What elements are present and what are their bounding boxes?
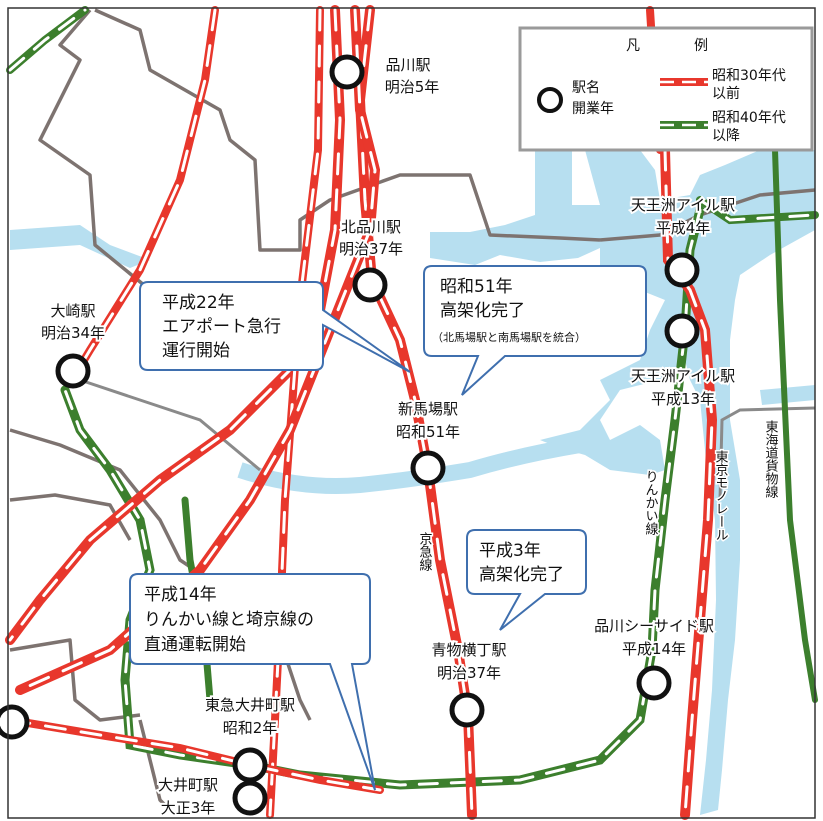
legend-station-icon — [537, 87, 563, 113]
station-marker-west-edge[interactable] — [0, 704, 30, 740]
station-name-tennozu-1: 天王洲アイル駅 — [631, 196, 735, 214]
station-marker-tennozu-2[interactable] — [664, 313, 700, 349]
station-name-oimachi: 大井町駅 — [158, 776, 218, 794]
callout-airport-line3: 運行開始 — [162, 341, 230, 361]
station-marker-kitashinagawa[interactable] — [352, 267, 388, 303]
station-year-shinbamba: 昭和51年 — [396, 423, 460, 441]
line-label-monorail: 東京モノレール — [713, 449, 729, 541]
callout-airport-bubble — [139, 281, 411, 373]
station-marker-tennozu-1[interactable] — [664, 252, 700, 288]
station-name-kitashinagawa: 北品川駅 — [341, 218, 401, 236]
boundary-sw — [9, 638, 141, 722]
legend-station-line1: 駅名 — [572, 80, 600, 96]
jr-bundle-2 — [266, 6, 324, 819]
tokaido-freight-line — [718, 406, 816, 501]
station-marker-tokyu-oimachi[interactable] — [232, 747, 268, 783]
line-label-rinkai: りんかい線 — [643, 470, 659, 535]
line-labels: 京急線 りんかい線 東京モノレール 東海道貨物線 — [415, 418, 780, 573]
green-line-nw-dash — [8, 8, 87, 72]
callout-airport: 平成22年 エアポート急行 運行開始 — [139, 281, 411, 373]
station-year-tennozu-2: 平成13年 — [651, 390, 715, 408]
freight-lines — [79, 378, 816, 501]
callout-rinkai14-bubble — [129, 573, 376, 791]
station-year-shinagawa: 明治5年 — [385, 78, 440, 96]
station-year-seaside: 平成14年 — [622, 640, 686, 658]
station-year-tokyu-oimachi: 昭和2年 — [223, 719, 278, 737]
station-year-aomono: 明治37年 — [437, 664, 501, 682]
callout-rinkai14-line2: りんかい線と埼京線の — [144, 610, 314, 630]
station-marker-shinbamba[interactable] — [410, 450, 446, 486]
station-name-tennozu-2: 天王洲アイル駅 — [631, 367, 735, 385]
callout-elevated51-line3: （北馬場駅と南馬場駅を統合） — [432, 330, 586, 344]
station-name-seaside: 品川シーサイド駅 — [594, 617, 714, 635]
station-labels: 品川駅 明治5年 北品川駅 明治37年 大崎駅 明治34年 新馬場駅 昭和51年… — [39, 54, 737, 819]
callout-rinkai14-line1: 平成14年 — [144, 585, 217, 605]
station-name-aomono: 青物横丁駅 — [431, 641, 506, 659]
green-line-east-dash — [698, 198, 817, 222]
yamanote-west-dash — [73, 8, 217, 377]
line-label-keikyu: 京急線 — [417, 532, 433, 571]
map-frame — [7, 7, 816, 819]
station-year-oimachi: 大正3年 — [161, 799, 216, 817]
station-marker-aomono[interactable] — [449, 692, 485, 728]
station-year-tennozu-1: 平成4年 — [656, 219, 711, 237]
legend-station-line2: 開業年 — [572, 101, 614, 117]
station-marker-shinagawa[interactable] — [329, 54, 365, 90]
callout-elevated51-line2: 高架化完了 — [440, 301, 525, 321]
callout-elevated3: 平成3年 高架化完了 — [466, 529, 587, 631]
legend-title-left: 凡 — [626, 38, 640, 54]
canal-upper — [430, 150, 600, 265]
stations — [0, 54, 700, 816]
callout-airport-line2: エアポート急行 — [162, 317, 281, 337]
keikyu-line-dash — [358, 8, 474, 817]
river-meguro — [237, 437, 582, 494]
jr-bundle-1-dash — [8, 8, 342, 642]
callout-elevated51: 昭和51年 高架化完了 （北馬場駅と南馬場駅を統合） — [423, 265, 647, 396]
station-marker-osaki[interactable] — [55, 353, 91, 389]
legend-title-right: 例 — [694, 38, 708, 54]
legend-pre-line1: 昭和30年代 — [712, 68, 786, 84]
oimachi-line-dash — [8, 718, 382, 792]
legend-box — [518, 26, 814, 152]
station-name-shinbamba: 新馬場駅 — [398, 400, 458, 418]
green-line-se — [772, 147, 818, 703]
green-lines — [6, 6, 819, 790]
boundary-central — [94, 8, 601, 252]
rinkai-line-dash — [63, 208, 702, 787]
station-name-shinagawa: 品川駅 — [385, 56, 430, 74]
callout-rinkai14: 平成14年 りんかい線と埼京線の 直通運転開始 — [129, 573, 376, 791]
station-marker-oimachi[interactable] — [232, 780, 268, 816]
callout-airport-line1: 平成22年 — [162, 293, 235, 313]
station-year-osaki: 明治34年 — [41, 324, 105, 342]
legend-pre-line2: 以前 — [712, 85, 740, 102]
boundary-west — [9, 493, 132, 541]
station-year-kitashinagawa: 明治37年 — [339, 240, 403, 258]
callout-elevated51-line1: 昭和51年 — [440, 277, 513, 297]
callout-elevated3-line1: 平成3年 — [479, 541, 541, 561]
legend: 凡 例 駅名 開業年 昭和30年代 以前 昭和40年代 以降 — [518, 26, 814, 152]
grey-line-osaki — [79, 378, 261, 472]
legend-post-line1: 昭和40年代 — [712, 110, 786, 126]
station-name-tokyu-oimachi: 東急大井町駅 — [205, 696, 295, 714]
callout-elevated3-line2: 高架化完了 — [479, 565, 564, 585]
station-marker-seaside[interactable] — [636, 665, 672, 701]
station-name-osaki: 大崎駅 — [50, 302, 95, 320]
line-label-tokaido-freight: 東海道貨物線 — [763, 419, 779, 498]
callout-elevated51-bubble — [423, 265, 647, 396]
callout-rinkai14-line3: 直通運転開始 — [144, 635, 246, 655]
canal-west — [10, 225, 150, 268]
callout-elevated3-bubble — [466, 529, 587, 631]
legend-post-line2: 以降 — [712, 128, 740, 144]
canal-right — [760, 385, 815, 405]
